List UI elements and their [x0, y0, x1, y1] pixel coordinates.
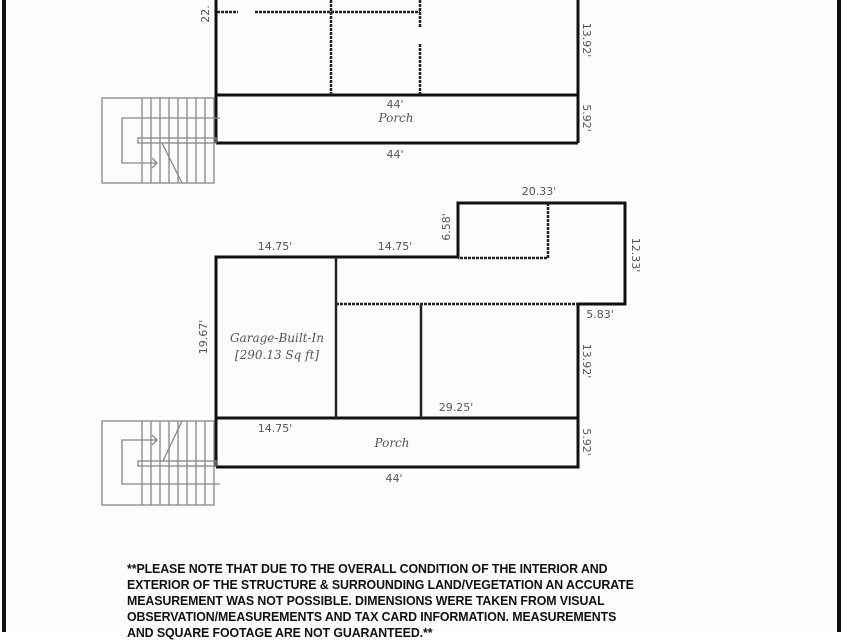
lower-left-height-label: 19.67': [197, 320, 210, 355]
bump-right-height-label: 12.33': [629, 238, 642, 273]
step-width-label: 5.83': [586, 308, 614, 321]
upper-left-height-label: 22.: [199, 5, 212, 23]
lower-porch-label: Porch: [374, 436, 410, 450]
lower-porch-height-label: 5.92': [580, 428, 593, 456]
upper-stairs: [101, 97, 220, 184]
upper-porch-bottom-width-label: 44': [386, 148, 403, 161]
garage-label: Garage-Built-In: [230, 331, 324, 345]
garage-area-label: [290.13 Sq ft]: [235, 348, 319, 362]
lower-porch-bottom-width-label: 44': [385, 472, 402, 485]
lower-top-mid-width-label: 14.75': [378, 240, 413, 253]
page-border-left: [2, 0, 6, 632]
page-border-right: [837, 0, 841, 632]
lower-top-left-width-label: 14.75': [258, 240, 293, 253]
upper-porch-top-width-label: 44': [386, 98, 403, 111]
inner-width-label: 29.25': [439, 401, 474, 414]
lower-porch-left-width-label: 14.75': [258, 422, 293, 435]
upper-porch-height-label: 5.92': [580, 104, 593, 132]
lower-stairs: [101, 420, 220, 506]
bump-height-label: 6.58': [440, 213, 453, 241]
lower-floor-plan: 14.75' 14.75' 6.58' 20.33' 12.33' 5.83' …: [101, 185, 642, 506]
measurement-disclaimer: **PLEASE NOTE THAT DUE TO THE OVERALL CO…: [127, 561, 634, 640]
upper-floor-plan: 22. 13.92' 44' Porch 5.92' 44': [101, 0, 593, 184]
bump-width-label: 20.33': [522, 185, 557, 198]
lower-right-height-label: 13.92': [580, 344, 593, 379]
upper-right-height-label: 13.92': [580, 23, 593, 58]
upper-porch-label: Porch: [378, 111, 414, 125]
